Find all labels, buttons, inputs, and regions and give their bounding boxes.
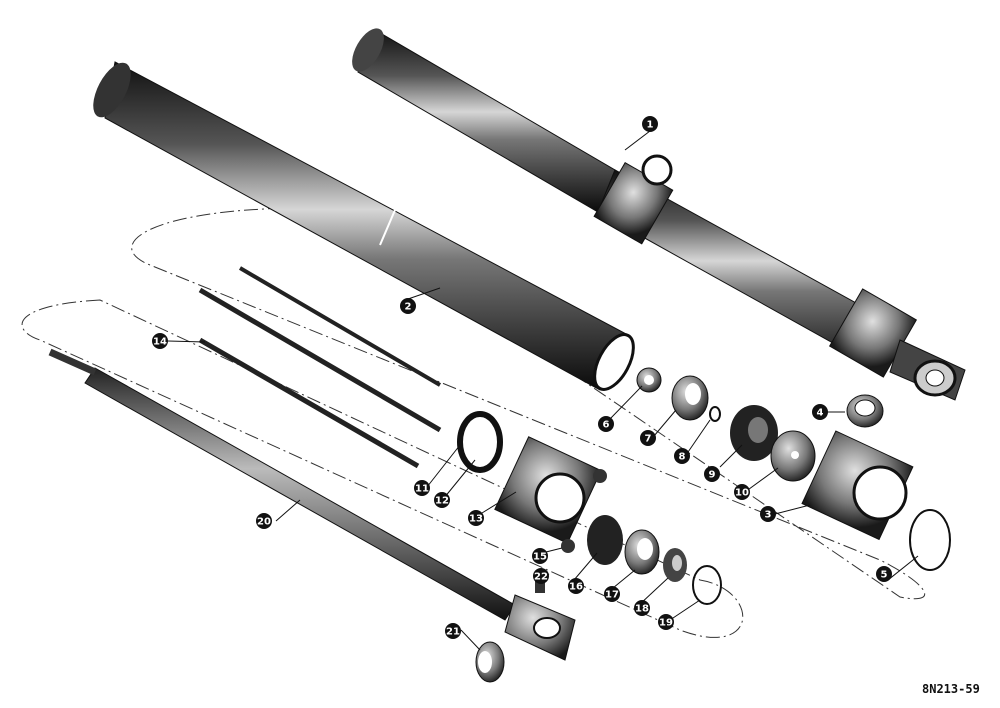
leader-lines (167, 130, 919, 651)
callout-15: 15 (532, 548, 548, 564)
fitting-22 (535, 577, 545, 593)
callout-number: 19 (659, 618, 673, 629)
bushing-21 (475, 641, 505, 683)
callout-5: 5 (876, 566, 892, 582)
callout-number: 20 (257, 517, 271, 528)
callout-number: 7 (645, 434, 652, 445)
callout-7: 7 (640, 430, 656, 446)
piston-16 (587, 515, 623, 565)
callout-20: 20 (256, 513, 272, 529)
wiper-18 (663, 548, 687, 582)
end-cap-13 (494, 436, 602, 544)
tie-rod-2 (198, 287, 442, 433)
callout-number: 12 (435, 496, 449, 507)
tie-rod-1 (238, 266, 442, 387)
callout-number: 3 (765, 510, 772, 521)
callout-12: 12 (434, 492, 450, 508)
assembled-cylinder (352, 28, 966, 401)
callout-3: 3 (760, 506, 776, 522)
callout-number: 17 (605, 590, 619, 601)
figure-code: 8N213-59 (922, 682, 980, 696)
callout-number: 2 (405, 302, 412, 313)
callout-6: 6 (598, 416, 614, 432)
callout-1: 1 (642, 116, 658, 132)
callout-number: 9 (709, 470, 716, 481)
cylinder-head-3 (801, 430, 914, 541)
callout-number: 1 (647, 120, 654, 131)
callout-number: 8 (679, 452, 686, 463)
nut-15b (561, 539, 575, 553)
seal-ring-12 (457, 411, 503, 473)
bushing-7 (671, 375, 709, 421)
callout-number: 5 (881, 570, 888, 581)
callout-number: 4 (817, 408, 824, 419)
callout-number: 11 (415, 484, 429, 495)
piston-rod (48, 348, 576, 661)
callout-14: 14 (152, 333, 168, 349)
callout-number: 16 (569, 582, 583, 593)
callout-8: 8 (674, 448, 690, 464)
washer-10 (770, 430, 816, 482)
callout-number: 15 (533, 552, 547, 563)
callout-2: 2 (400, 298, 416, 314)
callout-18: 18 (634, 600, 650, 616)
snap-ring-5 (909, 509, 951, 571)
callout-22: 22 (533, 568, 549, 584)
o-ring-8 (709, 406, 721, 422)
callout-number: 14 (153, 337, 167, 348)
callout-number: 21 (446, 627, 460, 638)
callout-4: 4 (812, 404, 828, 420)
callout-11: 11 (414, 480, 430, 496)
callout-16: 16 (568, 578, 584, 594)
o-ring-19 (692, 565, 722, 605)
nut-6 (636, 367, 662, 393)
callout-19: 19 (658, 614, 674, 630)
plug-4 (846, 394, 884, 428)
callout-number: 13 (469, 514, 483, 525)
callout-13: 13 (468, 510, 484, 526)
cylinder-tube (93, 61, 635, 391)
group-outline-upper (131, 207, 925, 600)
nut-15a (593, 469, 607, 483)
callout-10: 10 (734, 484, 750, 500)
callout-number: 6 (603, 420, 610, 431)
callout-17: 17 (604, 586, 620, 602)
tie-rod-3 (198, 337, 420, 469)
callout-number: 18 (635, 604, 649, 615)
callout-9: 9 (704, 466, 720, 482)
callout-21: 21 (445, 623, 461, 639)
callout-number: 10 (735, 488, 749, 499)
packing-9 (730, 405, 778, 461)
callout-number: 22 (534, 572, 548, 583)
bushing-17 (624, 529, 660, 575)
